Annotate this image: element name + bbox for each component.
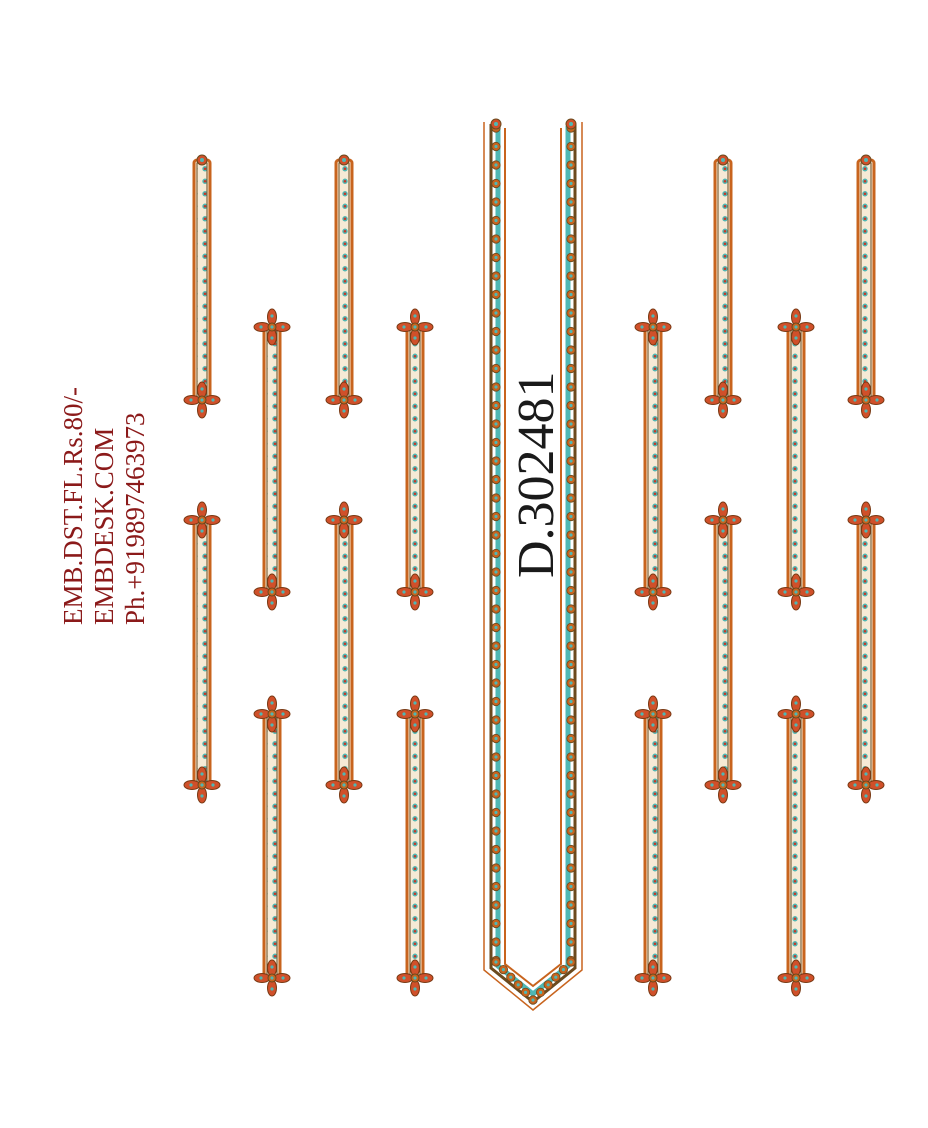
embroidery-bar xyxy=(777,308,815,611)
embroidery-bar xyxy=(704,501,742,804)
embroidery-bar xyxy=(183,154,221,419)
embroidery-bars xyxy=(183,154,885,997)
design-code: D.302481 xyxy=(508,371,565,578)
embroidery-bar xyxy=(396,695,434,997)
embroidery-bar xyxy=(396,308,434,611)
embroidery-bar xyxy=(253,308,291,611)
embroidery-bar xyxy=(325,154,363,419)
info-line-1: EMB.DST.FL.Rs.80/- xyxy=(58,387,88,625)
embroidery-bar xyxy=(183,501,221,804)
info-line-3: Ph.+919897463973 xyxy=(120,413,150,626)
neckline-beads xyxy=(490,118,577,1005)
info-text-block: EMB.DST.FL.Rs.80/- EMBDESK.COM Ph.+91989… xyxy=(58,387,150,625)
embroidery-bar xyxy=(634,308,672,611)
embroidery-bar xyxy=(847,154,885,419)
embroidery-bar xyxy=(847,501,885,804)
embroidery-bar xyxy=(634,695,672,997)
embroidery-bar xyxy=(777,695,815,997)
design-code-block: D.302481 xyxy=(508,371,565,578)
embroidery-bar xyxy=(325,501,363,804)
info-line-2: EMBDESK.COM xyxy=(89,428,119,625)
embroidery-bar xyxy=(704,154,742,419)
embroidery-bar xyxy=(253,695,291,997)
